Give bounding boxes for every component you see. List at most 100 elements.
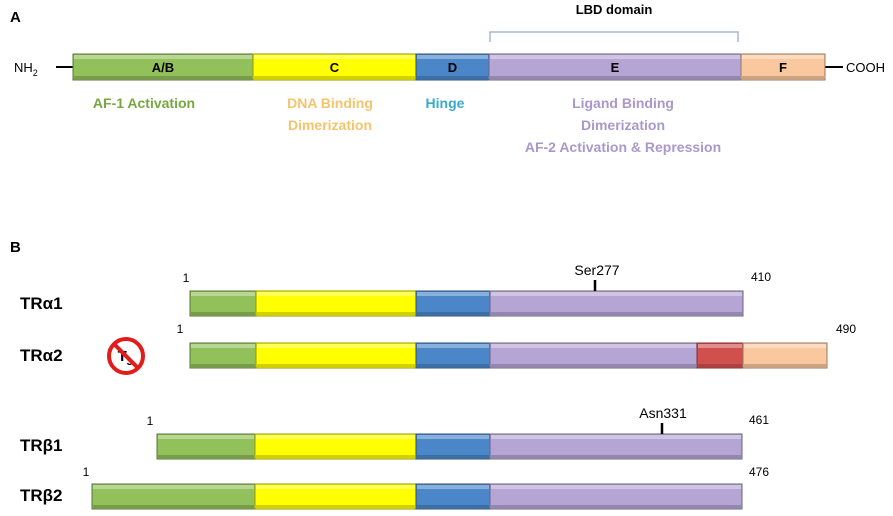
isoform-trb1-segment-ab — [156, 433, 256, 460]
isoform-tra1-segment-ab — [189, 290, 257, 317]
domain-d-highlight — [417, 55, 488, 59]
isoform-trb1-segment-c — [254, 433, 417, 460]
domain-e-label: E — [611, 60, 620, 75]
domain-c — [252, 53, 417, 81]
isoform-tra1-segment-ab-highlight — [191, 292, 255, 296]
domain-c-shade — [254, 76, 415, 79]
lbd-bracket-label: LBD domain — [576, 2, 653, 17]
isoform-tra2-start: 1 — [177, 322, 184, 336]
domain-e-shade — [490, 76, 740, 79]
isoform-trb2-end: 476 — [749, 465, 769, 479]
isoform-tra2-segment-f-highlight — [744, 344, 826, 348]
isoform-trb2-segment-ab-highlight — [93, 485, 254, 489]
isoform-tra2-segment-d-shade — [417, 364, 489, 367]
isoform-tra2-segment-ab-highlight — [191, 344, 255, 348]
domain-d-label: D — [448, 60, 457, 75]
isoform-tra1-end: 410 — [751, 270, 771, 284]
isoform-trb1-name: TRβ1 — [20, 436, 63, 455]
domain-e-highlight — [490, 55, 740, 59]
isoform-trb1-segment-e — [489, 433, 743, 460]
isoform-trb2-segment-c-shade — [256, 505, 415, 508]
isoform-tra1-segment-d-highlight — [417, 292, 489, 296]
isoform-tra2-segment-e-shade — [491, 364, 696, 367]
isoform-tra1-segment-c — [255, 290, 417, 317]
isoform-trb2-segment-ab — [91, 483, 256, 510]
isoform-trb2-segment-d — [415, 483, 491, 510]
domain-d-shade — [417, 76, 488, 79]
isoform-trb2-segment-c-highlight — [256, 485, 415, 489]
c-terminus-label: COOH — [846, 60, 885, 75]
isoform-trb1-segment-d-shade — [417, 455, 489, 458]
isoform-tra2-segment-extra — [696, 342, 744, 369]
isoform-trb1-segment-d-highlight — [417, 435, 489, 439]
isoform-trb1-segment-e-highlight — [491, 435, 741, 439]
isoform-trb2-segment-c — [254, 483, 417, 510]
isoform-trb1-site-label: Asn331 — [639, 405, 687, 421]
domain-f — [740, 53, 826, 81]
isoform-trb2-segment-ab-shade — [93, 505, 254, 508]
isoform-tra2-segment-extra-shade — [698, 364, 742, 367]
isoform-tra1-segment-e-shade — [491, 312, 742, 315]
domain-ab-label: A/B — [152, 60, 174, 75]
isoform-tra2-segment-c-highlight — [257, 344, 415, 348]
isoform-tra2-segment-d-highlight — [417, 344, 489, 348]
isoform-trb1-segment-c-shade — [256, 455, 415, 458]
isoform-tra1-name: TRα1 — [20, 294, 63, 313]
isoform-trb2-segment-e — [489, 483, 743, 510]
isoform-trb1-segment-ab-highlight — [158, 435, 254, 439]
domain-f-label: F — [779, 60, 787, 75]
isoform-tra1-segment-ab-shade — [191, 312, 255, 315]
isoform-tra1-start: 1 — [183, 271, 190, 285]
panel-b-label: B — [10, 239, 21, 256]
isoform-tra2-segment-ab-shade — [191, 364, 255, 367]
isoform-tra2-name: TRα2 — [20, 346, 63, 365]
isoform-tra1-site-label: Ser277 — [574, 262, 619, 278]
isoform-tra2-segment-f — [742, 342, 828, 369]
domain-f-shade — [742, 76, 824, 79]
domain-d — [415, 53, 490, 81]
domain-c-label: C — [330, 60, 340, 75]
function-ab-label: AF-1 Activation — [93, 95, 195, 111]
isoform-tra2-segment-d — [415, 342, 491, 369]
no-sign-slash — [112, 342, 140, 370]
isoform-tra2-segment-c-shade — [257, 364, 415, 367]
isoform-trb2-segment-d-highlight — [417, 485, 489, 489]
isoform-trb1-segment-d — [415, 433, 491, 460]
isoform-tra1-segment-e-highlight — [491, 292, 742, 296]
isoform-tra1-segment-d — [415, 290, 491, 317]
isoform-tra2-segment-extra-highlight — [698, 344, 742, 348]
isoform-trb1-segment-c-highlight — [256, 435, 415, 439]
lbd-bracket — [489, 31, 739, 42]
isoform-tra1-segment-e — [489, 290, 744, 317]
isoform-trb1-segment-ab-shade — [158, 455, 254, 458]
domain-f-highlight — [742, 55, 824, 59]
isoform-trb2-segment-e-shade — [491, 505, 741, 508]
isoform-tra2-segment-e-highlight — [491, 344, 696, 348]
isoform-tra2-segment-e — [489, 342, 698, 369]
domain-e — [488, 53, 742, 81]
domain-ab-shade — [74, 76, 252, 79]
isoform-trb2-segment-d-shade — [417, 505, 489, 508]
isoform-trb1-start: 1 — [147, 414, 154, 428]
isoform-trb2-segment-e-highlight — [491, 485, 741, 489]
isoform-trb1-end: 461 — [749, 413, 769, 427]
panel-a-label: A — [10, 9, 21, 26]
isoform-trb2-name: TRβ2 — [20, 486, 63, 505]
domain-ab-highlight — [74, 55, 252, 59]
domain-c-highlight — [254, 55, 415, 59]
isoform-tra2-segment-ab — [189, 342, 257, 369]
isoform-tra1-segment-c-shade — [257, 312, 415, 315]
isoform-tra1-segment-d-shade — [417, 312, 489, 315]
isoform-tra2-segment-c — [255, 342, 417, 369]
function-d-label: Hinge — [426, 95, 465, 111]
isoform-trb1-segment-e-shade — [491, 455, 741, 458]
no-t3-icon: T3 — [107, 337, 145, 375]
isoform-trb2-start: 1 — [83, 465, 90, 479]
isoform-tra1-segment-c-highlight — [257, 292, 415, 296]
n-terminus-label: NH2 — [14, 60, 38, 78]
isoform-tra2-segment-f-shade — [744, 364, 826, 367]
isoform-tra2-end: 490 — [836, 322, 856, 336]
